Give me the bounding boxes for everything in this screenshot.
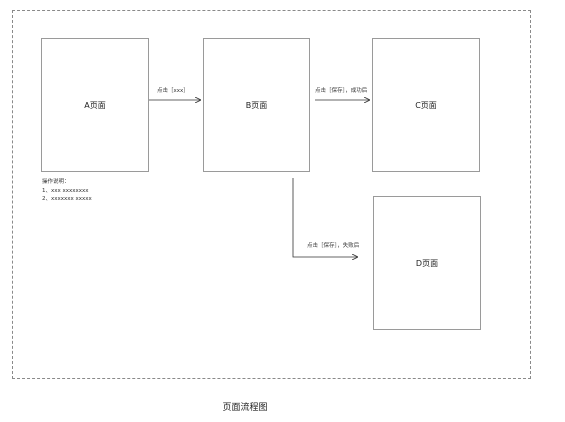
page-b-box: B页面 bbox=[203, 38, 310, 172]
notes-item-1: 1、xxx xxxxxxxx bbox=[42, 187, 89, 194]
operation-notes: 操作说明： 1、xxx xxxxxxxx 2、xxxxxxx xxxxx bbox=[42, 178, 92, 204]
arrow-label-a-to-b: 点击［xxx］ bbox=[157, 88, 189, 94]
notes-title: 操作说明： bbox=[42, 179, 70, 185]
page-b-label: B页面 bbox=[245, 100, 268, 110]
arrow-label-b-to-d: 点击［保存］，失败后 bbox=[307, 243, 360, 249]
page-c-label: C页面 bbox=[415, 100, 437, 110]
page-c-box: C页面 bbox=[372, 38, 480, 172]
page-a-box: A页面 bbox=[41, 38, 149, 172]
page-a-label: A页面 bbox=[84, 100, 106, 110]
dashed-frame bbox=[12, 10, 531, 379]
arrow-label-b-to-c: 点击［保存］，成功后 bbox=[315, 88, 368, 94]
page-d-label: D页面 bbox=[415, 258, 439, 268]
page-d-box: D页面 bbox=[373, 196, 481, 330]
notes-item-2: 2、xxxxxxx xxxxx bbox=[42, 196, 92, 202]
diagram-caption: 页面流程图 bbox=[222, 403, 268, 413]
arrow-b-to-d bbox=[292, 178, 357, 257]
